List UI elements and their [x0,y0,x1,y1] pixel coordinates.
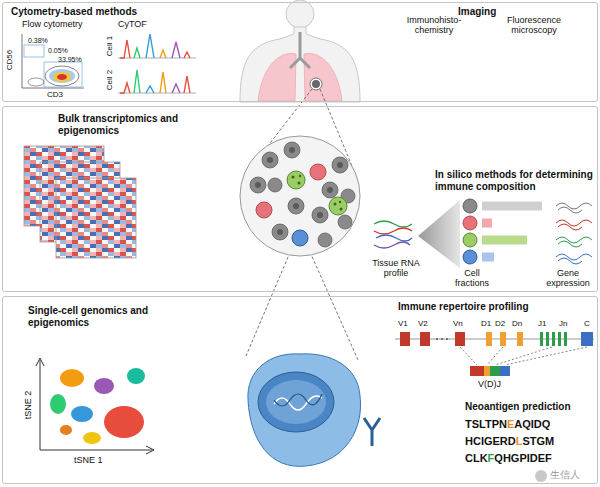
recombination-lines [460,347,587,365]
text-label: CD3 [47,90,63,99]
axis-label: Cell 2 [105,70,114,90]
text-label: 0.38% [28,37,48,45]
panel-band: Bulk transcriptomics and epigenomics In s… [2,106,598,292]
text-label: V2 [418,319,428,328]
peptide-sequence: CLKFQHGPIDEF [465,452,552,465]
watermark-icon [535,470,547,482]
panel-heading: Cytometry-based methods [11,6,211,18]
axis-label: tSNE 2 [23,391,33,420]
text-label: Immunohisto- chemistry [392,15,476,36]
panel-heading: Bulk transcriptomics and epigenomics [58,113,198,136]
cell-fractions [463,199,542,264]
vdj-bar [470,366,510,376]
text-label: Fluorescence microscopy [488,15,580,36]
text-label: D2 [495,319,505,328]
axis-label: CD56 [5,50,14,70]
panel-heading: Immune repertoire profiling [398,301,588,313]
tsne-plot [36,358,154,454]
body-figure [240,0,360,102]
rna-profile [374,221,412,248]
wedge [418,200,460,268]
text-label: tSNE 1 [74,455,103,465]
heatmaps [24,146,136,258]
cytof-peaks [118,34,196,93]
text-label: Cell fractions [446,268,498,289]
text-label: C [584,319,590,328]
peptide-sequence: TSLTPNEAQIDQ [465,418,550,431]
text-label: Dn [512,319,522,328]
panel-heading: Single-cell genomics and epigenomics [28,305,168,328]
text-label: 33.95% [58,56,82,64]
single-cell [248,354,380,467]
tissue-circle [240,136,360,256]
panel-heading: Neoantigen prediction [465,401,595,413]
peptide-sequence: HCIGERDLSTGM [465,435,554,448]
gene-expression [556,203,592,264]
axis-label: Cell 1 [105,36,114,56]
text-label: J1 [538,319,546,328]
text-label: Tissue RNA profile [370,258,422,279]
text-label: Vn [453,319,463,328]
text-label: Jn [559,319,567,328]
text-label: D1 [481,319,491,328]
text-label: CyTOF [118,19,147,29]
gene-segments [395,332,594,346]
text-label: 0.05% [48,47,68,55]
text-label: Gene expression [540,268,596,289]
text-label: V1 [398,319,408,328]
text-label: Flow cytometry [22,19,83,29]
flow-plot [22,34,84,88]
panel-heading: In silico methods for determining immune… [435,169,595,192]
text-label: V(D)J [478,379,501,389]
text-label: 生信人 [550,469,580,481]
